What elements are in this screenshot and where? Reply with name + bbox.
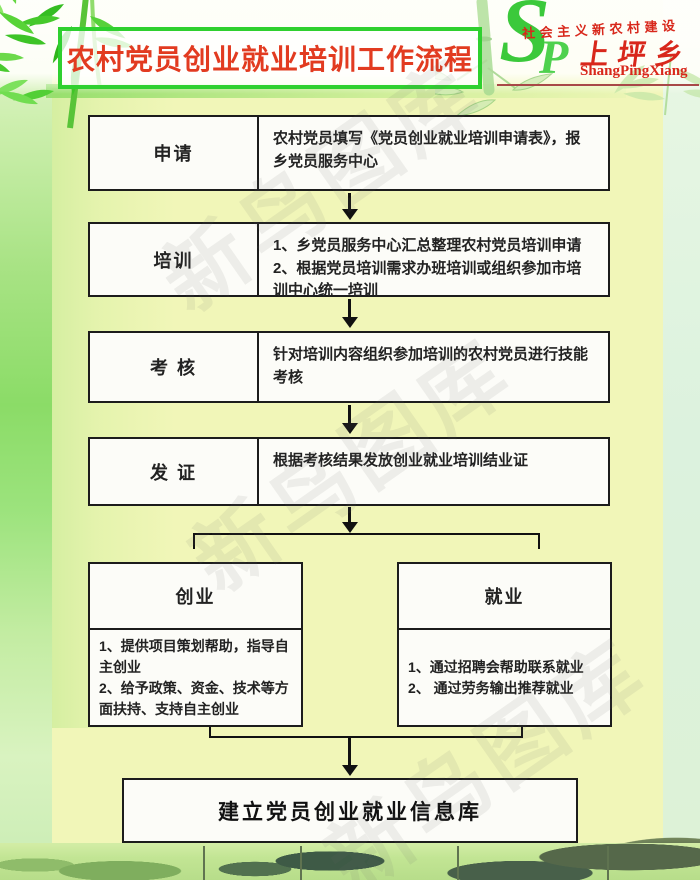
flow-arrow-down [341, 507, 358, 533]
logo-monogram-p: P [539, 31, 569, 84]
plant-stem-decoration [203, 846, 205, 880]
flow-arrow-down [341, 405, 358, 434]
background-right-mint-column [663, 0, 700, 880]
background-left-green-column [0, 0, 52, 880]
flow-step-assessment: 考 核 针对培训内容组织参加培训的农村党员进行技能考核 [88, 331, 610, 403]
pond-landscape-decoration [0, 843, 700, 880]
merge-connector-tick-right [521, 727, 523, 738]
split-connector-tick-right [538, 533, 540, 549]
logo-monogram-s: S [499, 0, 551, 81]
flow-arrow-down [341, 299, 358, 328]
split-connector-tick-left [193, 533, 195, 549]
merge-connector-tick-left [209, 727, 211, 738]
branch-content-cell: 1、通过招聘会帮助联系就业 2、 通过劳务输出推荐就业 [408, 658, 584, 696]
step-label-cell: 发 证 [90, 439, 259, 504]
step-label-cell: 申请 [90, 117, 259, 189]
branch-label-cell: 创业 [90, 564, 301, 630]
township-logo: S P 社会主义新农村建设 上坪乡 ShangPingXiang [495, 0, 700, 95]
step-label-cell: 考 核 [90, 333, 259, 401]
flow-step-certification: 发 证 根据考核结果发放创业就业培训结业证 [88, 437, 610, 506]
step-content-cell: 1、乡党员服务中心汇总整理农村党员培训申请 2、根据党员培训需求办班培训或组织参… [273, 237, 582, 299]
flow-step-training: 培训 1、乡党员服务中心汇总整理农村党员培训申请 2、根据党员培训需求办班培训或… [88, 222, 610, 299]
branch-box-entrepreneurship: 创业 1、提供项目策划帮助，指导自主创业 2、给予政策、资金、技术等方面扶持、支… [88, 562, 303, 727]
flow-arrow-down [341, 738, 358, 776]
branch-content-cell: 1、提供项目策划帮助，指导自主创业 2、给予政策、资金、技术等方面扶持、支持自主… [99, 638, 289, 717]
flow-step-apply: 申请 农村党员填写《党员创业就业培训申请表》，报乡党员服务中心 [88, 115, 610, 191]
step-label-cell: 培训 [90, 224, 259, 295]
plant-stem-decoration [457, 846, 459, 880]
merge-connector-line [209, 736, 523, 738]
final-step-box: 建立党员创业就业信息库 [122, 778, 578, 843]
logo-underline [497, 84, 699, 86]
split-connector-line [193, 533, 540, 535]
branch-label-cell: 就业 [399, 564, 610, 630]
plant-stem-decoration [607, 846, 609, 880]
step-content-cell: 根据考核结果发放创业就业培训结业证 [273, 452, 529, 469]
step-content-cell: 农村党员填写《党员创业就业培训申请表》，报乡党员服务中心 [273, 130, 581, 170]
title-banner: 农村党员创业就业培训工作流程 [58, 27, 482, 89]
poster-title: 农村党员创业就业培训工作流程 [66, 44, 473, 75]
flow-arrow-down [341, 193, 358, 220]
plant-stem-decoration [300, 846, 302, 880]
branch-box-employment: 就业 1、通过招聘会帮助联系就业 2、 通过劳务输出推荐就业 [397, 562, 612, 727]
logo-township-pinyin: ShangPingXiang [580, 63, 688, 79]
step-content-cell: 针对培训内容组织参加培训的农村党员进行技能考核 [273, 346, 589, 386]
